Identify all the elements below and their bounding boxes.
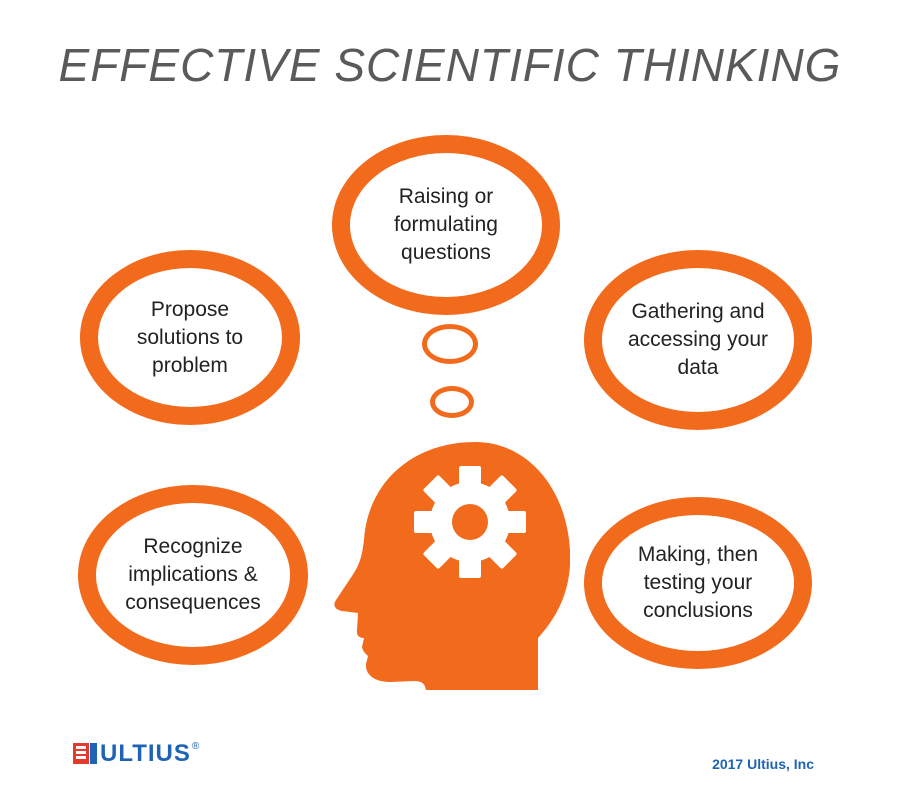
gear-icon [414, 466, 526, 578]
ultius-logo-text: ULTIUS [100, 740, 191, 767]
bubble-implications: Recognize implications & consequences [78, 485, 308, 665]
bubble-implications-text: Recognize implications & consequences [125, 535, 261, 614]
head-with-gear-icon [334, 442, 570, 690]
ultius-logo: ULTIUS ® [72, 740, 199, 768]
bubble-solutions: Propose solutions to problem [80, 250, 300, 425]
page-title: EFFECTIVE SCIENTIFIC THINKING [58, 39, 842, 91]
bubble-conclusions-text: Making, then testing your conclusions [637, 543, 759, 622]
bubble-questions-text: Raising or formulating questions [394, 185, 498, 264]
registered-mark: ® [191, 740, 200, 752]
thought-dot-upper [422, 324, 478, 364]
bubble-questions: Raising or formulating questions [332, 135, 560, 315]
bubble-solutions-text: Propose solutions to problem [136, 297, 244, 377]
bubble-data: Gathering and accessing your data [584, 250, 812, 430]
head-silhouette [334, 442, 570, 690]
copyright-text: 2017 Ultius, Inc [712, 756, 814, 772]
thought-dot-lower [430, 386, 474, 418]
bubble-data-text: Gathering and accessing your data [627, 300, 769, 379]
bubble-conclusions: Making, then testing your conclusions [584, 497, 812, 669]
ultius-logo-icon [73, 743, 97, 764]
